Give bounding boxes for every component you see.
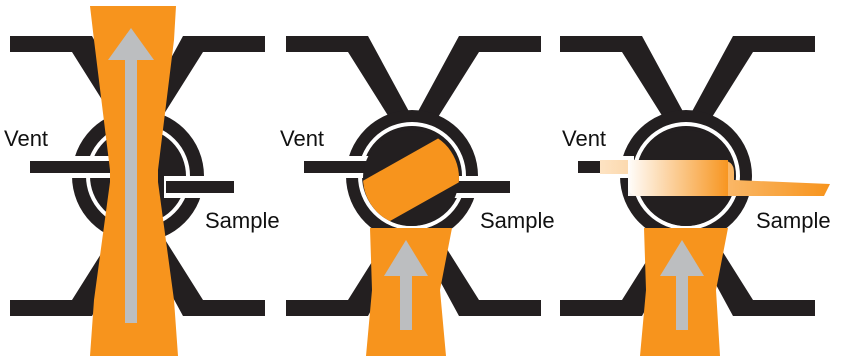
- sample-label: Sample: [480, 208, 555, 233]
- valve-panel-flow-through: Vent Sample: [4, 6, 280, 356]
- vent-label: Vent: [4, 126, 48, 151]
- sample-label: Sample: [756, 208, 831, 233]
- sample-label: Sample: [205, 208, 280, 233]
- valve-panel-dispense: Vent Sample: [560, 36, 831, 356]
- up-arrow-icon: [660, 240, 704, 330]
- valve-ball: [363, 130, 459, 226]
- vent-label: Vent: [280, 126, 324, 151]
- up-arrow-icon: [384, 240, 428, 330]
- valve-panel-load: Vent Sample: [280, 36, 555, 356]
- vent-label: Vent: [562, 126, 606, 151]
- up-arrow-icon: [108, 28, 154, 323]
